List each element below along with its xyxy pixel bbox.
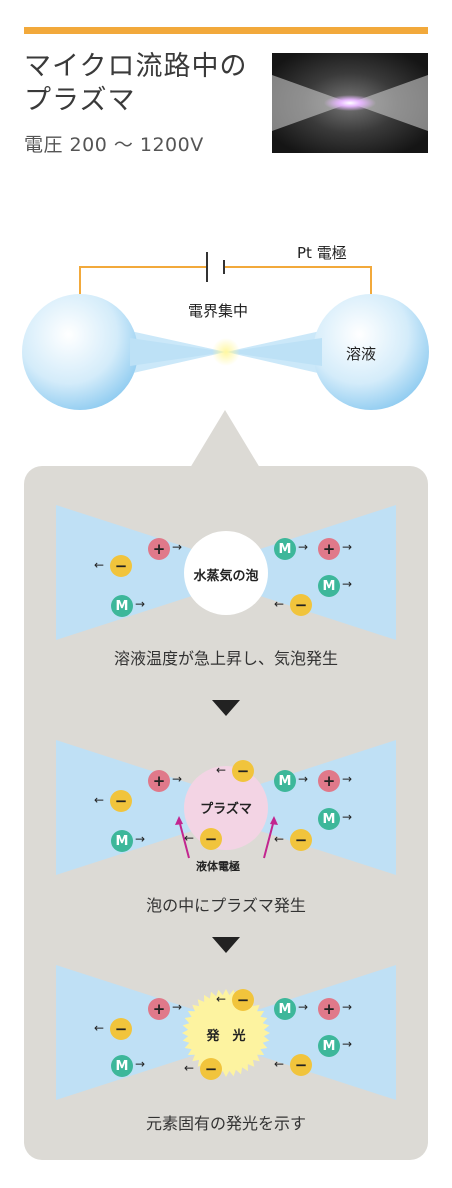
left-arrow-icon: ←: [94, 1021, 105, 1035]
field-label: 電界集中: [188, 302, 249, 320]
left-arrow-icon: ←: [184, 1061, 195, 1075]
metal-ion: M: [318, 1035, 340, 1057]
title-line-1: マイクロ流路中の: [24, 51, 248, 82]
plasma-photo: [272, 53, 428, 153]
plus-ion: +: [148, 538, 170, 560]
plus-ion: +: [148, 998, 170, 1020]
bubble-label: 発 光: [206, 1029, 246, 1044]
liquid-electrode-label: 液体電極: [196, 860, 240, 873]
voltage-subtitle: 電圧 200 〜 1200V: [24, 134, 204, 156]
minus-ion: −: [200, 828, 222, 850]
right-arrow-icon: →: [172, 540, 183, 554]
minus-ion: −: [232, 989, 254, 1011]
right-arrow-icon: →: [172, 772, 183, 786]
minus-ion: −: [290, 1054, 312, 1076]
title-line-2: プラズマ: [24, 85, 136, 116]
bubble-label: プラズマ: [200, 802, 252, 817]
stage-1-bubble: 水蒸気の泡 +→ ←− M→ M→ +→ M→ ←−: [56, 505, 396, 645]
minus-ion: −: [110, 1018, 132, 1040]
right-arrow-icon: →: [342, 810, 353, 824]
metal-ion: M: [111, 1055, 133, 1077]
metal-ion: M: [274, 770, 296, 792]
metal-ion: M: [111, 595, 133, 617]
stage-2-caption: 泡の中にプラズマ発生: [146, 896, 306, 915]
right-arrow-icon: →: [135, 597, 146, 611]
solution-label: 溶液: [346, 345, 377, 363]
bubble-label: 水蒸気の泡: [193, 569, 259, 584]
left-arrow-icon: ←: [94, 793, 105, 807]
page-title: マイクロ流路中の プラズマ: [24, 50, 247, 118]
emission-burst: [182, 989, 270, 1077]
metal-ion: M: [111, 830, 133, 852]
minus-ion: −: [290, 829, 312, 851]
left-arrow-icon: ←: [94, 558, 105, 572]
plus-ion: +: [318, 998, 340, 1020]
right-arrow-icon: →: [135, 832, 146, 846]
stage-2-plasma: プラズマ 液体電極 ←− ←− +→ ←− M→ M→ +→ M→ ←−: [56, 740, 396, 880]
right-arrow-icon: →: [342, 540, 353, 554]
minus-ion: −: [110, 555, 132, 577]
minus-ion: −: [200, 1058, 222, 1080]
right-arrow-icon: →: [342, 772, 353, 786]
left-arrow-icon: ←: [274, 1057, 285, 1071]
panel-pointer: [190, 410, 260, 468]
right-arrow-icon: →: [342, 1000, 353, 1014]
right-arrow-icon: →: [298, 772, 309, 786]
left-arrow-icon: ←: [184, 831, 195, 845]
accent-bar: [24, 27, 428, 34]
right-arrow-icon: →: [342, 577, 353, 591]
down-arrow-icon: [212, 700, 240, 716]
plus-ion: +: [148, 770, 170, 792]
metal-ion: M: [318, 808, 340, 830]
metal-ion: M: [274, 998, 296, 1020]
minus-ion: −: [290, 594, 312, 616]
left-arrow-icon: ←: [274, 597, 285, 611]
stage-3-caption: 元素固有の発光を示す: [145, 1114, 306, 1133]
right-arrow-icon: →: [342, 1037, 353, 1051]
stage-3-emission: 発 光 ←− ←− +→ ←− M→ M→ +→ M→ ←−: [56, 965, 396, 1105]
right-arrow-icon: →: [172, 1000, 183, 1014]
minus-ion: −: [232, 760, 254, 782]
right-arrow-icon: →: [135, 1057, 146, 1071]
left-arrow-icon: ←: [274, 832, 285, 846]
channel-schematic: Pt 電極 電界集中 溶液: [0, 230, 452, 460]
left-arrow-icon: ←: [216, 992, 227, 1006]
electrode-label: Pt 電極: [297, 244, 347, 262]
plus-ion: +: [318, 770, 340, 792]
metal-ion: M: [274, 538, 296, 560]
down-arrow-icon: [212, 937, 240, 953]
right-arrow-icon: →: [298, 1000, 309, 1014]
plus-ion: +: [318, 538, 340, 560]
metal-ion: M: [318, 575, 340, 597]
stage-1-caption: 溶液温度が急上昇し、気泡発生: [113, 649, 338, 668]
left-arrow-icon: ←: [216, 763, 227, 777]
minus-ion: −: [110, 790, 132, 812]
right-arrow-icon: →: [298, 540, 309, 554]
